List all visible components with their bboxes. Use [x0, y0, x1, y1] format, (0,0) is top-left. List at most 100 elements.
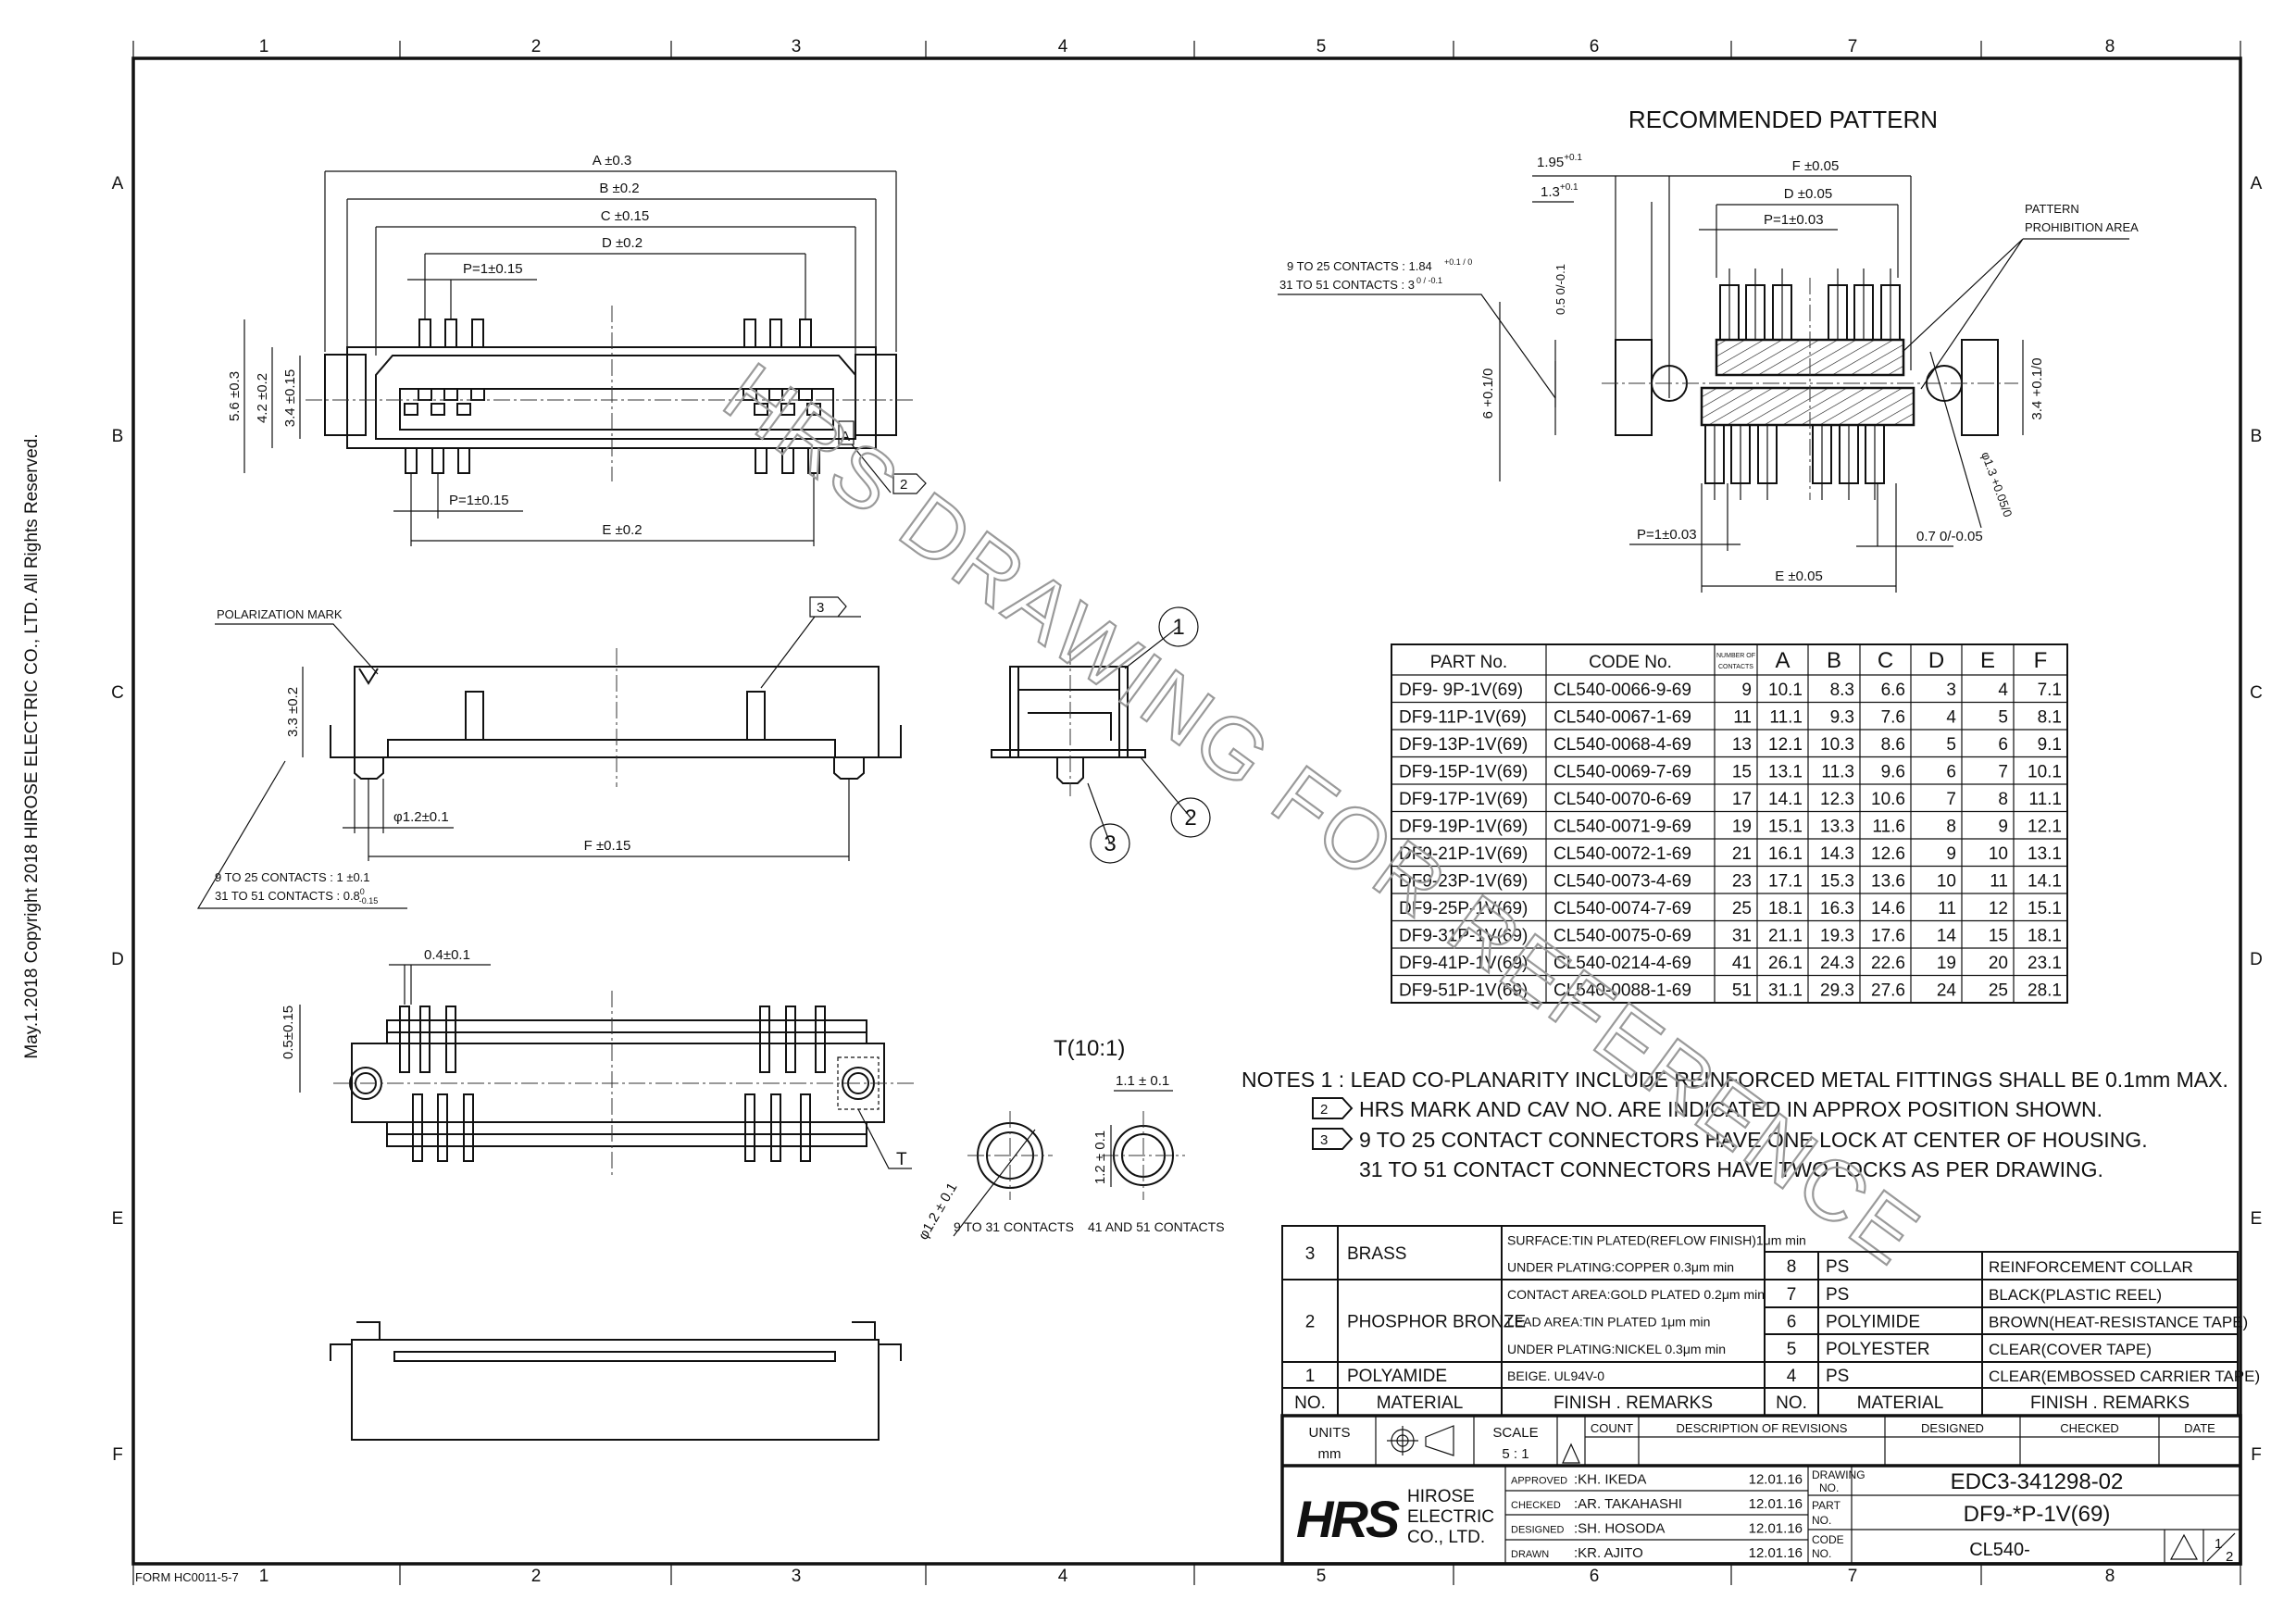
- table-cell: 7: [1946, 790, 1956, 809]
- contacts-note-2-tol: 0 / -0.1: [1416, 276, 1442, 285]
- dim-13: 1.3+0.1: [1541, 182, 1578, 200]
- table-cell: 6: [1998, 735, 2008, 755]
- zone-column-bottom: 6: [1590, 1567, 1600, 1586]
- table-cell: DF9-17P-1V(69): [1399, 790, 1528, 809]
- table-cell: 21: [1732, 844, 1752, 864]
- table-cell: 4: [1946, 708, 1956, 728]
- material: BRASS: [1347, 1244, 1406, 1264]
- prohibition-label-2: PROHIBITION AREA: [2025, 220, 2139, 234]
- table-cell: 17.6: [1871, 927, 1905, 946]
- sheet-border: [131, 56, 2242, 1566]
- table-cell: 7.1: [2038, 681, 2062, 700]
- revision-header: DESCRIPTION OF REVISIONS: [1677, 1421, 1848, 1435]
- units-label: UNITS: [1309, 1425, 1351, 1441]
- table-cell: 14: [1937, 927, 1957, 946]
- side-view: POLARIZATION MARK 3 3.3 ±0.2 φ1.2±0.1 F …: [196, 596, 902, 909]
- table-cell: 13.6: [1871, 872, 1905, 892]
- table-cell: 15.1: [1768, 818, 1803, 837]
- table-cell: 12.3: [1820, 790, 1854, 809]
- table-cell: DF9-41P-1V(69): [1399, 954, 1528, 973]
- contact-lead: [437, 1093, 448, 1162]
- finish: CONTACT AREA:GOLD PLATED 0.2μm min: [1507, 1287, 1765, 1302]
- table-cell: 10: [1989, 844, 2008, 864]
- table-cell: 10.1: [2028, 763, 2062, 782]
- pitch-bottom-pattern: P=1±0.03: [1637, 527, 1697, 543]
- lead-height-note-2: 31 TO 51 CONTACTS : 0.80-0.15: [215, 887, 378, 906]
- dim-6-pattern: 6 +0.1/0: [1480, 369, 1496, 419]
- dim-d-pattern: D ±0.05: [1784, 186, 1832, 202]
- contact-tip: [798, 388, 813, 401]
- table-cell: 9: [1998, 818, 2008, 837]
- drawing-number: EDC3-341298-02: [1951, 1469, 2124, 1494]
- contact-lead: [800, 1093, 811, 1162]
- zone-column-bottom: 3: [792, 1567, 802, 1586]
- height-33: 3.3 ±0.2: [285, 687, 301, 737]
- dim-phi-pattern: φ1.3 +0.05/0: [1978, 450, 2015, 519]
- table-cell: 6.6: [1881, 681, 1905, 700]
- table-cell: DF9-31P-1V(69): [1399, 927, 1528, 946]
- zone-row-left: E: [112, 1209, 124, 1229]
- table-cell: 15.3: [1820, 872, 1854, 892]
- callout-leader: [1087, 782, 1111, 844]
- zone-row-right: F: [2251, 1445, 2262, 1465]
- table-cell: DF9-51P-1V(69): [1399, 981, 1528, 1001]
- table-cell: DF9-23P-1V(69): [1399, 872, 1528, 892]
- contacts-note-1: 9 TO 25 CONTACTS : 1.84: [1287, 259, 1432, 273]
- sheet-number: 1: [2215, 1536, 2222, 1552]
- table-cell: CL540-0070-6-69: [1554, 790, 1691, 809]
- pitch-bottom: P=1±0.15: [449, 493, 509, 508]
- table-cell: 3: [1946, 681, 1956, 700]
- dim-195: 1.95+0.1: [1537, 153, 1582, 170]
- part-no: 8: [1787, 1257, 1797, 1277]
- company-name-2: ELECTRIC: [1407, 1507, 1494, 1527]
- material: POLYAMIDE: [1347, 1367, 1447, 1386]
- table-cell: 8.3: [1830, 681, 1854, 700]
- materials-header: NO.: [1294, 1393, 1326, 1413]
- detail-width: 1.1 ± 0.1: [1116, 1073, 1169, 1089]
- zone-row-left: B: [112, 427, 124, 446]
- zone-column-bottom: 2: [531, 1567, 542, 1586]
- diameter-peg: φ1.2±0.1: [393, 809, 449, 825]
- zone-row-right: D: [2250, 950, 2263, 969]
- projection-symbol-icon: [1387, 1425, 1454, 1456]
- note-3-continued: 31 TO 51 CONTACT CONNECTORS HAVE TWO LOC…: [1359, 1157, 2103, 1181]
- contact-pin: [799, 319, 812, 348]
- notes: NOTES 1 : LEAD CO-PLANARITY INCLUDE REIN…: [1242, 1068, 2228, 1181]
- dim-d: D ±0.2: [602, 235, 643, 251]
- materials-header: FINISH . REMARKS: [2030, 1393, 2190, 1413]
- table-cell: CL540-0068-4-69: [1554, 735, 1691, 755]
- approval-date: 12.01.16: [1749, 1521, 1803, 1537]
- table-header: C: [1878, 648, 1893, 673]
- table-cell: 10.6: [1871, 790, 1905, 809]
- finish: UNDER PLATING:NICKEL 0.3μm min: [1507, 1342, 1726, 1356]
- table-cell: 12.1: [1768, 735, 1803, 755]
- hrs-logo: HRS: [1296, 1490, 1403, 1548]
- table-cell: 23.1: [2028, 954, 2062, 973]
- company-name-1: HIROSE: [1407, 1487, 1475, 1506]
- approval-role: APPROVED: [1511, 1476, 1567, 1487]
- table-cell: 13.1: [2028, 844, 2062, 864]
- zone-column-top: 1: [259, 37, 269, 56]
- table-cell: 25: [1989, 981, 2008, 1001]
- table-cell: DF9-21P-1V(69): [1399, 844, 1528, 864]
- table-cell: 15: [1732, 763, 1752, 782]
- part-number: DF9-*P-1V(69): [1964, 1502, 2111, 1527]
- table-cell: DF9-25P-1V(69): [1399, 899, 1528, 918]
- approval-name: :SH. HOSODA: [1574, 1521, 1665, 1537]
- table-cell: 6: [1946, 763, 1956, 782]
- materials-header: NO.: [1776, 1393, 1807, 1413]
- table-cell: 19: [1937, 954, 1956, 973]
- table-cell: 4: [1998, 681, 2008, 700]
- table-header: NUMBER OF: [1716, 653, 1755, 659]
- revision-header: COUNT: [1591, 1421, 1633, 1435]
